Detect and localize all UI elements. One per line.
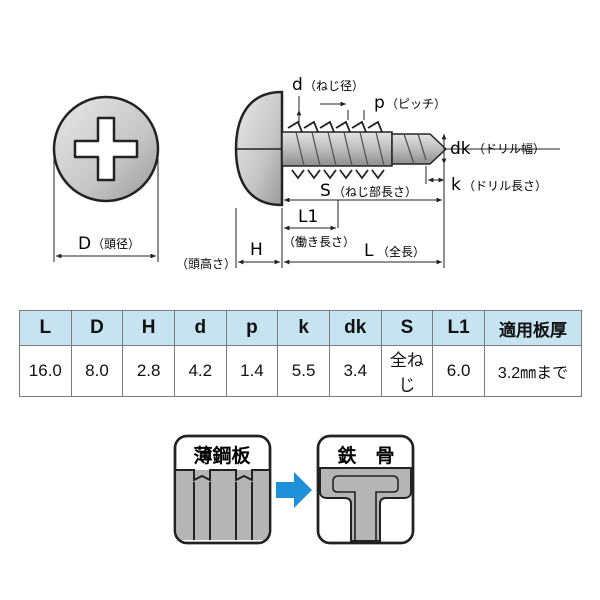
application-illustration: 薄鋼板 鉄 骨 [173,434,415,545]
label-L1-note: （働き長さ） [283,235,355,249]
header-d: d [173,310,227,346]
label-k-note: （ドリル長さ） [463,179,547,193]
spec-table-header-row: L D H d p k dk S L1 適用板厚 [19,310,582,346]
phillips-recess [73,116,139,182]
dimension-D [53,150,159,262]
dimension-p [320,101,365,120]
thin-steel-sheet-panel: 薄鋼板 [173,434,272,545]
label-H: H [250,240,263,260]
label-D-note: （頭径） [92,237,140,251]
label-H-note: （頭高さ） [176,256,236,271]
cell-L1: 6.0 [432,345,485,397]
cell-S: 全ねじ [380,345,434,397]
label-S: S [320,181,331,201]
header-p: p [225,310,279,346]
label-d-note: （ねじ径） [304,79,364,93]
cell-D: 8.0 [70,345,124,397]
label-L-note: （全長） [377,244,425,259]
screw-side-view [234,90,448,207]
cell-plate-thickness: 3.2㎜まで [484,345,582,397]
header-H: H [122,310,175,346]
label-L: L [364,241,374,261]
header-plate-thickness: 適用板厚 [484,310,582,346]
header-k: k [277,310,330,346]
label-dk-note: （ドリル幅） [473,141,545,156]
steel-frame-panel: 鉄 骨 [316,434,415,545]
cell-L: 16.0 [19,345,72,397]
header-L: L [19,310,72,346]
arrow-right-icon [276,472,312,508]
header-D: D [70,310,124,346]
steel-frame-label: 鉄 骨 [337,444,394,467]
label-S-note: （ねじ部長さ） [333,184,417,199]
label-D: D [78,234,91,254]
cell-H: 2.8 [122,345,175,397]
thin-steel-sheet-label: 薄鋼板 [193,444,251,467]
label-dk: dk [450,139,471,159]
header-dk: dk [328,310,382,346]
label-p: p [374,93,385,113]
spec-table-row: 16.0 8.0 2.8 4.2 1.4 5.5 3.4 全ねじ 6.0 3.2… [19,345,582,397]
label-p-note: （ピッチ） [386,97,446,111]
screw-head-front-view [52,95,160,203]
spec-table: L D H d p k dk S L1 適用板厚 16.0 8.0 2.8 4.… [19,310,582,397]
cell-dk: 3.4 [328,345,382,397]
screw-dimension-diagram: D （頭径） H （頭高さ） d （ねじ径） p （ピッチ） dk （ドリル幅）… [52,75,560,271]
extension-lines [235,148,560,268]
label-k: k [451,175,461,195]
header-S: S [380,310,434,346]
cell-p: 1.4 [225,345,279,397]
label-L1: L1 [298,207,318,227]
cell-k: 5.5 [277,345,330,397]
header-L1: L1 [432,310,485,346]
cell-d: 4.2 [173,345,227,397]
label-d: d [292,75,303,95]
